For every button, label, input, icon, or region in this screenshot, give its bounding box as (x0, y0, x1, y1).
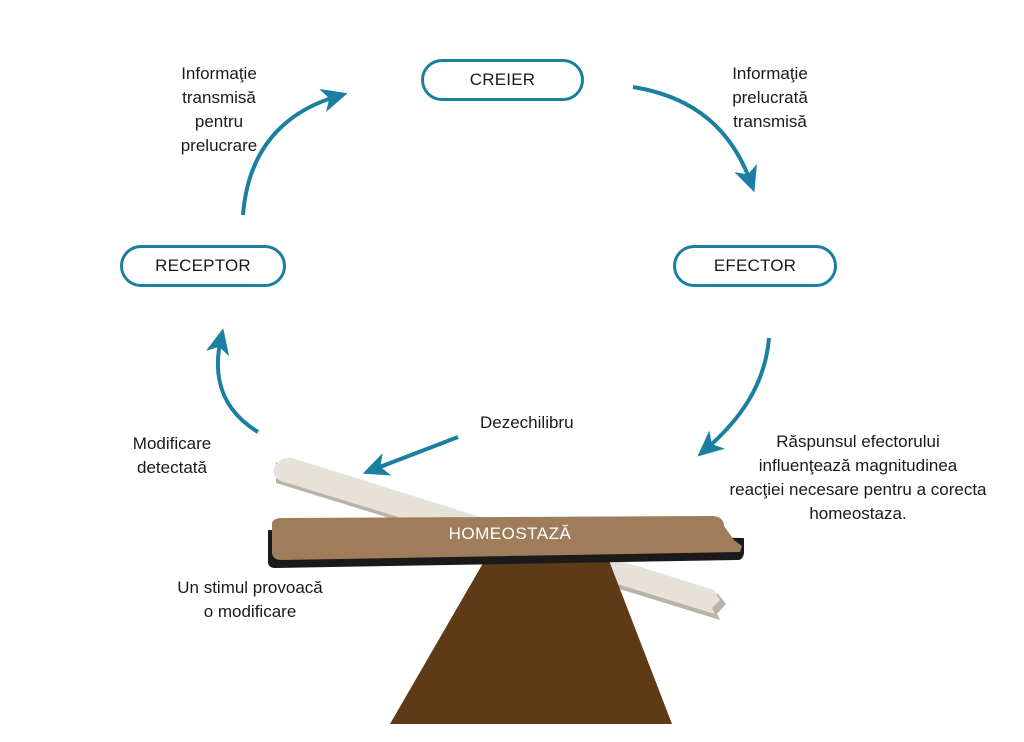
info-to-process-label: Informaţie transmisă pentru prelucrare (180, 64, 258, 155)
receptor-node: RECEPTOR (120, 245, 286, 287)
effector-response-label: Răspunsul efectorului influenţează magni… (729, 432, 987, 523)
arrow-imbalance (362, 435, 459, 476)
fulcrum (390, 558, 672, 724)
imbalance-label: Dezechilibru (480, 413, 574, 432)
arrow-brain-to-effector (632, 85, 757, 193)
homeostasis-plank-label: HOMEOSTAZĂ (448, 524, 572, 543)
arrow-change-to-receptor (205, 328, 260, 434)
arrow-effector-to-response (697, 337, 771, 457)
brain-node: CREIER (421, 59, 584, 101)
stimulus-label: Un stimul provoacă o modificare (177, 578, 323, 621)
change-detected-label: Modificare detectată (132, 434, 212, 477)
balanced-plank (268, 516, 744, 568)
info-processed-label: Informaţie prelucrată transmisă (732, 64, 808, 131)
effector-node: EFECTOR (673, 245, 837, 287)
arrow-receptor-to-brain (241, 88, 348, 216)
